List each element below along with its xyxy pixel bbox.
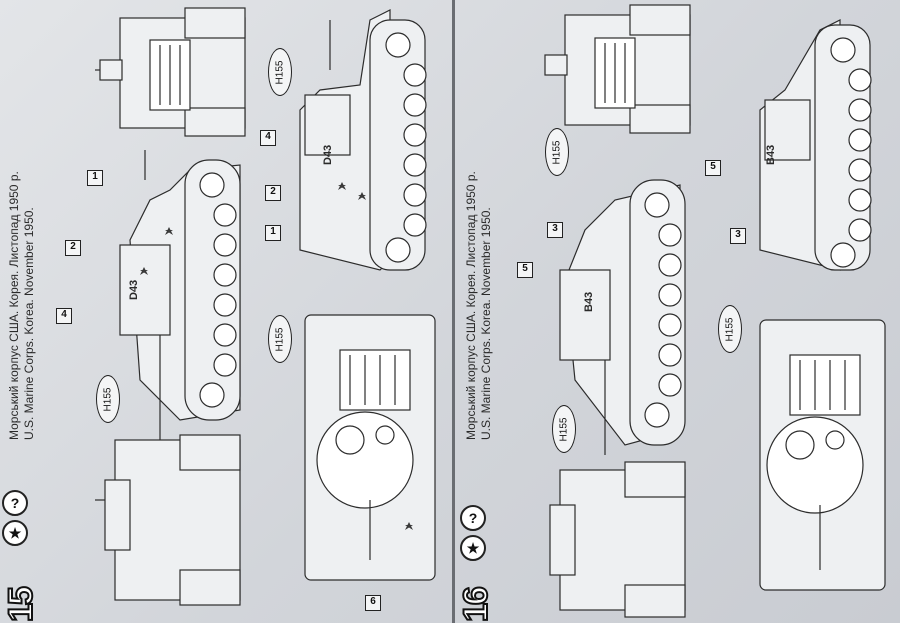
- paint-callout-h155: H155: [545, 128, 569, 176]
- callout-3b: 3: [730, 228, 746, 244]
- callout-1: 1: [87, 170, 103, 186]
- paint-callout-h155: H155: [718, 305, 742, 353]
- tank-rear-view: [549, 461, 686, 618]
- decal-panel-16: 16 ★ ? Морський корпус США. Корея. Листо…: [455, 0, 900, 623]
- tank-side-view-right: [299, 9, 427, 271]
- callout-2: 2: [65, 240, 81, 256]
- tank-side-view-left: [119, 150, 241, 440]
- callout-3: 3: [547, 222, 563, 238]
- question-icon: ?: [2, 490, 28, 516]
- tank-front-view: [95, 7, 246, 137]
- tank-drawings: [95, 7, 436, 606]
- star-icon: ★: [460, 535, 486, 561]
- hull-code: B43: [583, 291, 595, 312]
- callout-1b: 1: [265, 225, 281, 241]
- tank-top-view: [304, 314, 436, 581]
- hull-code: B43: [765, 144, 777, 165]
- tank-drawings: [544, 4, 886, 618]
- callout-4: 4: [56, 308, 72, 324]
- hull-code: D43: [128, 279, 140, 300]
- panel-divider: [452, 0, 455, 623]
- tank-side-view-right: [759, 19, 872, 271]
- callout-2b: 2: [265, 185, 281, 201]
- paint-callout-h155: H155: [96, 375, 120, 423]
- tank-front-view: [544, 4, 691, 134]
- paint-callout-h155: H155: [268, 48, 292, 96]
- tank-side-view-left: [559, 179, 686, 455]
- star-icon: ★: [2, 520, 28, 546]
- decal-panel-15: 15 ★ ? Морський корпус США. Корея. Листо…: [1, 7, 436, 623]
- paint-callout-h155: H155: [268, 315, 292, 363]
- hull-code: D43: [322, 144, 334, 165]
- callout-5: 5: [517, 262, 533, 278]
- paint-callout-h155: H155: [552, 405, 576, 453]
- callout-4b: 4: [260, 130, 276, 146]
- tank-top-view: [759, 319, 886, 591]
- callout-6: 6: [365, 595, 381, 611]
- question-icon: ?: [460, 505, 486, 531]
- tank-rear-view: [95, 434, 241, 606]
- callout-5b: 5: [705, 160, 721, 176]
